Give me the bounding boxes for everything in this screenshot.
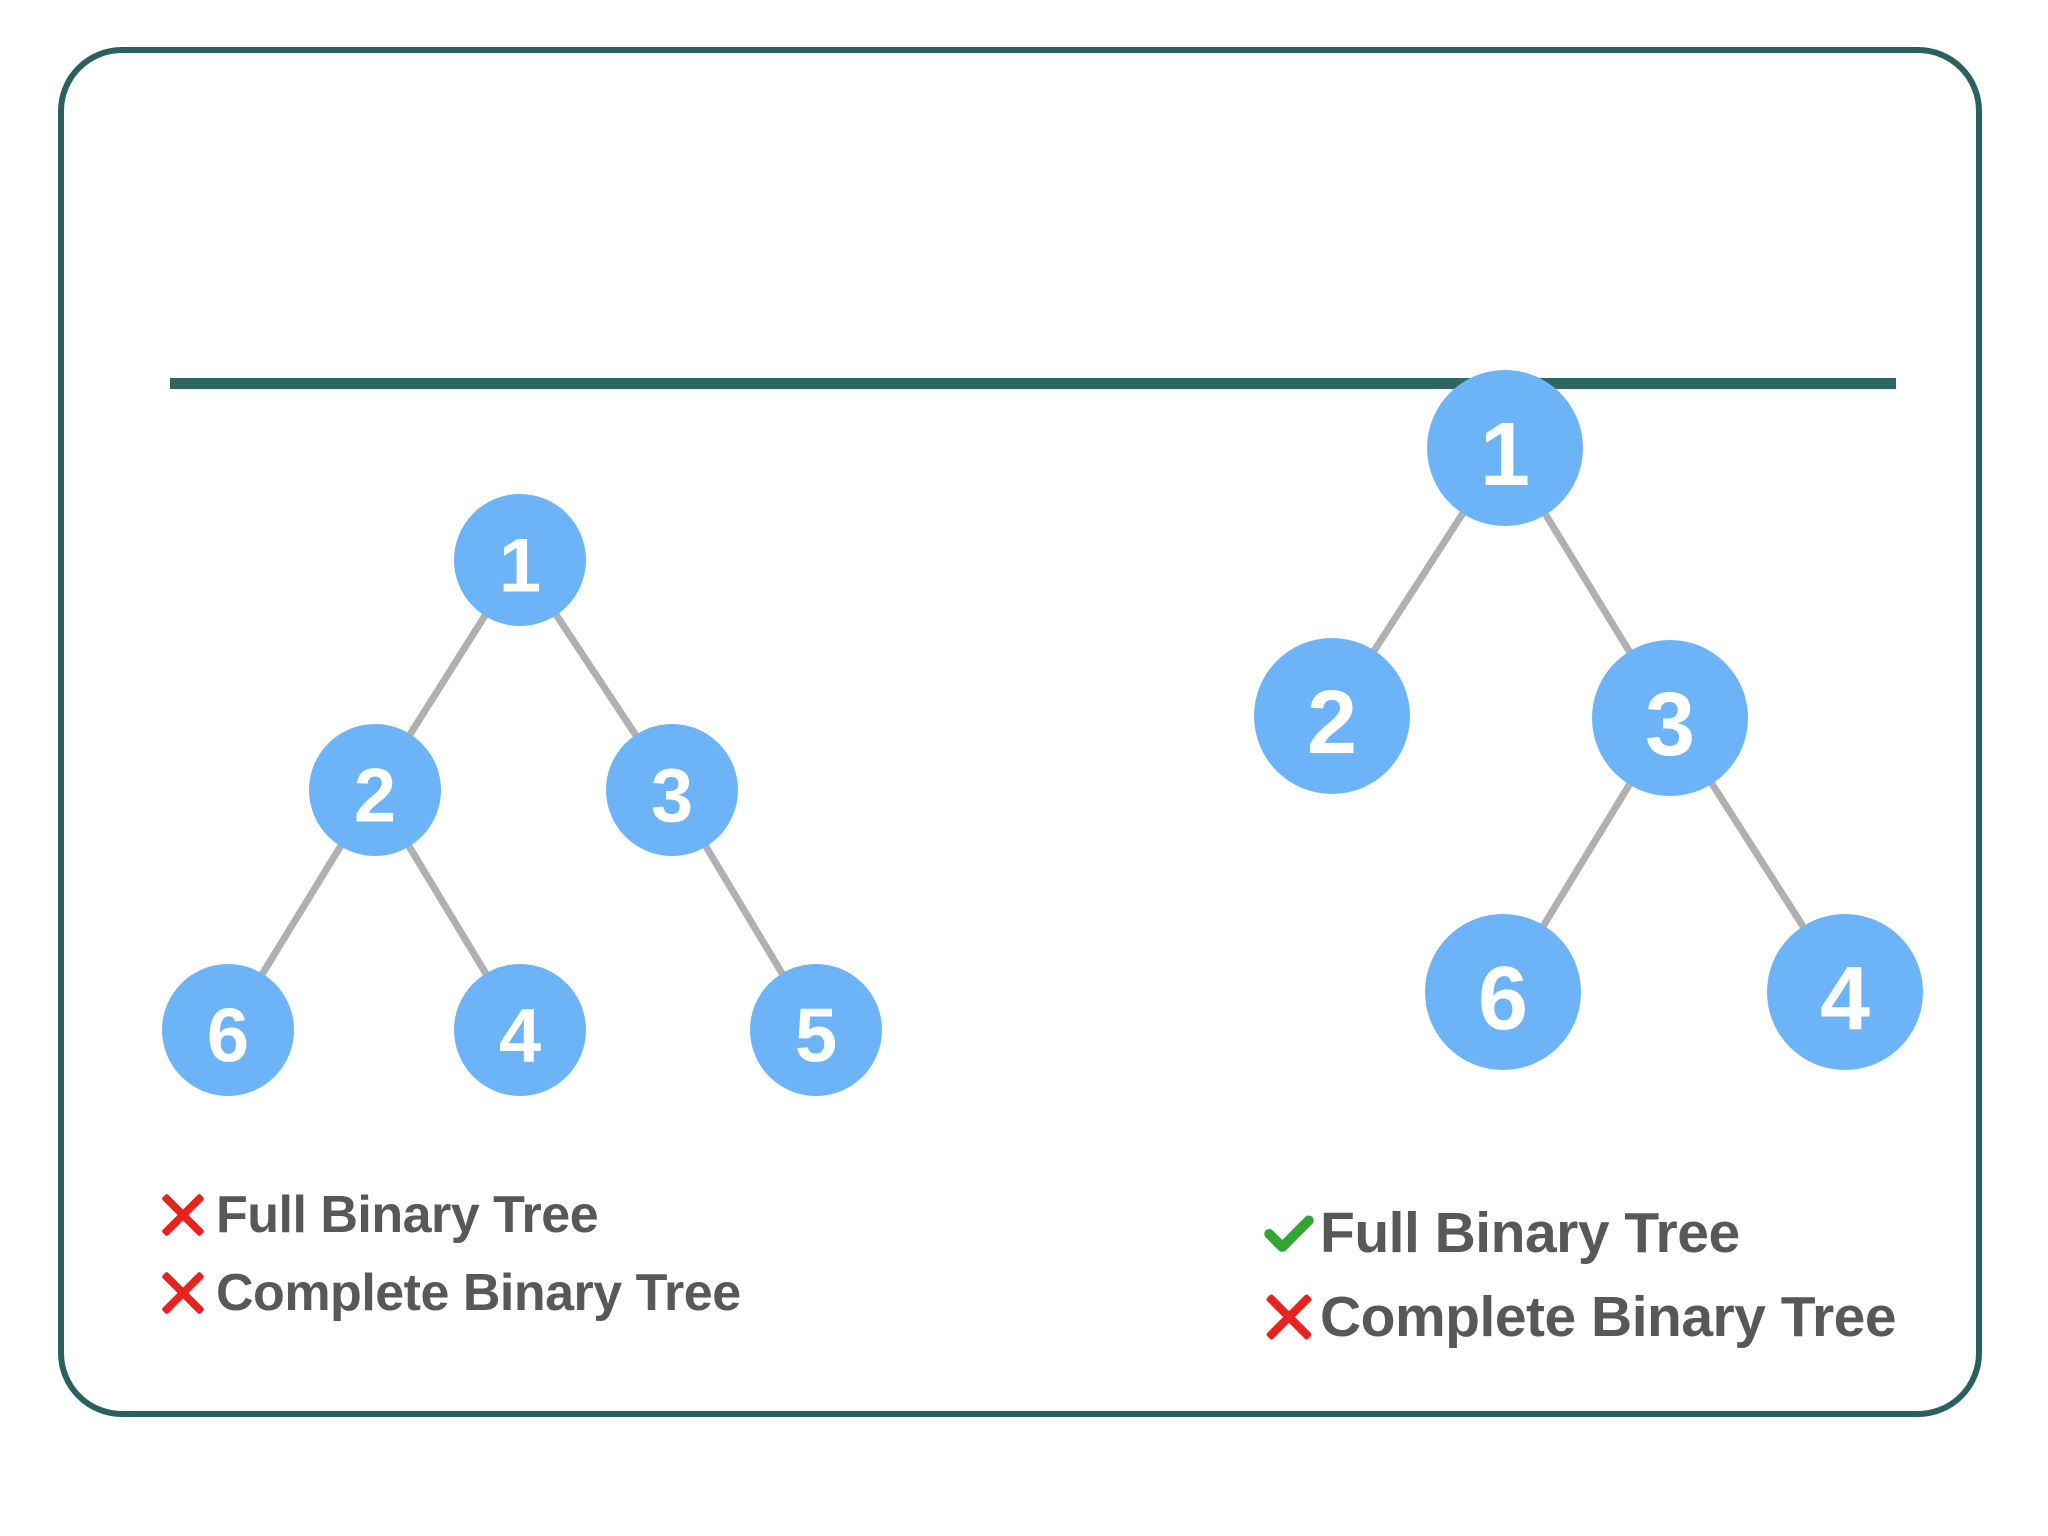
left-tree-nodes: 1 2 3 6 4 5 [162, 494, 882, 1096]
node-circle [750, 964, 882, 1096]
caption-label: Complete Binary Tree [1320, 1285, 1897, 1349]
node-circle [454, 964, 586, 1096]
node-label: 6 [207, 994, 249, 1079]
node-circle [454, 494, 586, 626]
node-circle [1427, 370, 1583, 526]
tree-node-R3[interactable]: 3 [1592, 640, 1748, 796]
node-label: 2 [354, 754, 396, 839]
cross-icon [158, 1190, 216, 1240]
node-circle [309, 724, 441, 856]
tree-node-L4[interactable]: 4 [454, 964, 586, 1096]
node-label: 1 [499, 524, 541, 609]
caption-row-complete-binary-left: Complete Binary Tree [158, 1263, 741, 1323]
caption-label: Full Binary Tree [1320, 1201, 1740, 1265]
cross-icon [158, 1268, 216, 1318]
node-label: 1 [1480, 405, 1530, 505]
node-circle [1425, 914, 1581, 1070]
tree-node-L2[interactable]: 2 [309, 724, 441, 856]
caption-row-complete-binary-right: Complete Binary Tree [1262, 1284, 1897, 1350]
node-label: 5 [795, 994, 837, 1079]
right-tree-caption: Full Binary Tree Complete Binary Tree [1262, 1200, 1897, 1368]
node-circle [1254, 638, 1410, 794]
tree-node-R1[interactable]: 1 [1427, 370, 1583, 526]
cross-icon [1262, 1290, 1320, 1344]
tree-node-L1[interactable]: 1 [454, 494, 586, 626]
node-label: 4 [1820, 949, 1870, 1049]
tree-node-R6[interactable]: 6 [1425, 914, 1581, 1070]
node-circle [1592, 640, 1748, 796]
horizontal-divider [170, 378, 1896, 389]
caption-label: Complete Binary Tree [216, 1264, 741, 1322]
tree-node-R2[interactable]: 2 [1254, 638, 1410, 794]
left-tree-caption: Full Binary Tree Complete Binary Tree [158, 1185, 741, 1341]
node-label: 3 [1645, 675, 1695, 775]
node-label: 3 [651, 754, 693, 839]
right-tree-nodes: 1 2 3 6 4 [1254, 370, 1923, 1070]
caption-row-full-binary-left: Full Binary Tree [158, 1185, 741, 1245]
caption-label: Full Binary Tree [216, 1186, 599, 1244]
node-circle [1767, 914, 1923, 1070]
card-frame [58, 47, 1982, 1417]
node-label: 6 [1478, 949, 1528, 1049]
tree-node-R4[interactable]: 4 [1767, 914, 1923, 1070]
check-icon [1262, 1206, 1320, 1260]
tree-node-L5[interactable]: 5 [750, 964, 882, 1096]
node-label: 4 [499, 994, 541, 1079]
tree-node-L6[interactable]: 6 [162, 964, 294, 1096]
caption-row-full-binary-right: Full Binary Tree [1262, 1200, 1896, 1266]
tree-node-L3[interactable]: 3 [606, 724, 738, 856]
node-circle [606, 724, 738, 856]
node-circle [162, 964, 294, 1096]
node-label: 2 [1307, 673, 1357, 773]
